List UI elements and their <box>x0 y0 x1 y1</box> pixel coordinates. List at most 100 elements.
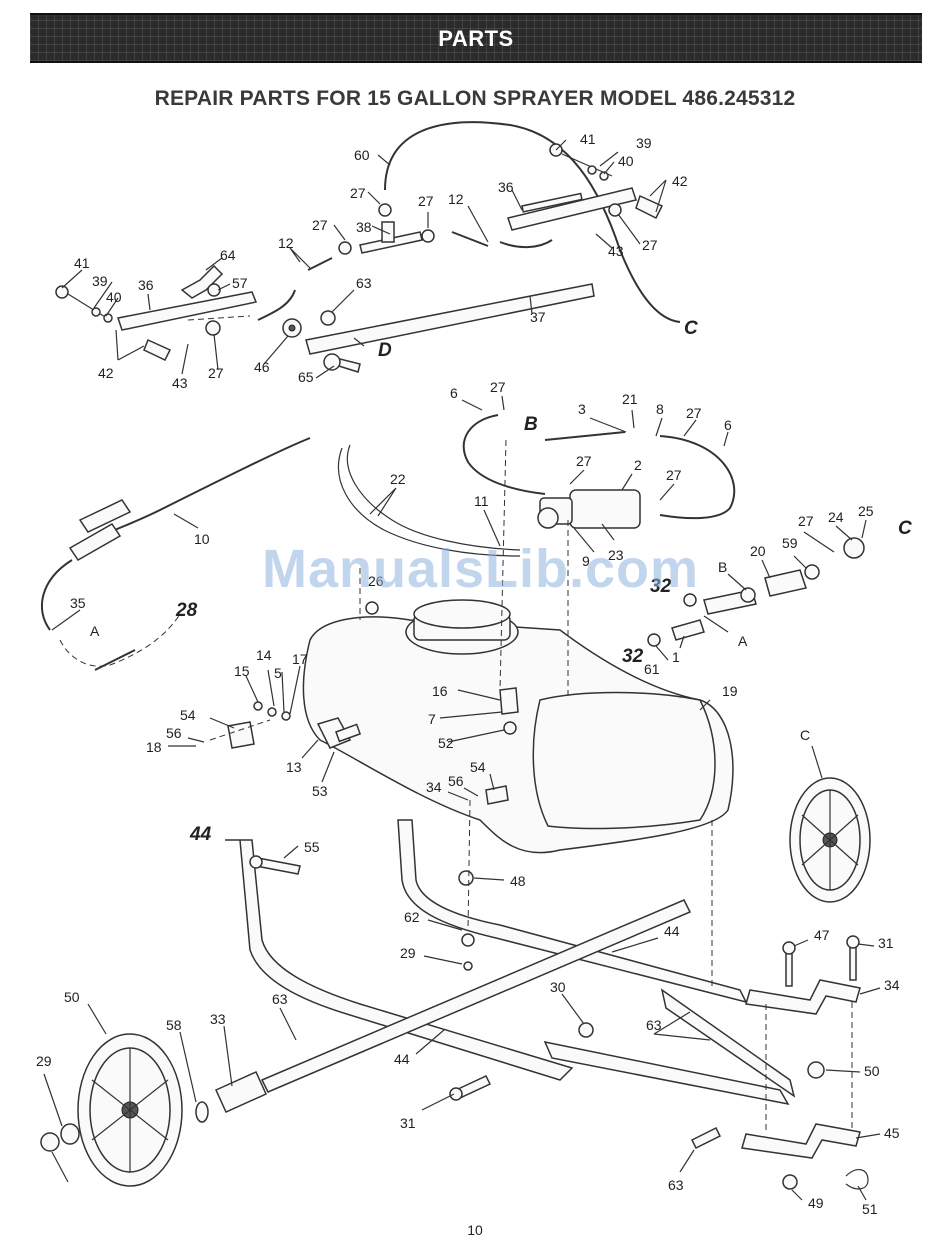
callout-label: 40 <box>618 153 634 169</box>
callout-label: 27 <box>208 365 224 381</box>
callout-label: 34 <box>884 977 900 993</box>
callout-label: 27 <box>490 379 506 395</box>
callout-letter: 44 <box>189 824 212 845</box>
callout-label: A <box>90 623 100 639</box>
callout-label: 1 <box>672 649 680 665</box>
callout-label: 53 <box>312 783 328 799</box>
callout-label: 11 <box>474 493 489 509</box>
callout-label: 2 <box>634 457 642 473</box>
callout-label: 48 <box>510 873 526 889</box>
callout-letter: D <box>378 340 392 361</box>
callout-label: 29 <box>36 1053 52 1069</box>
callout-label: 27 <box>312 217 328 233</box>
callout-label: 37 <box>530 309 546 325</box>
callout-label: 49 <box>808 1195 824 1211</box>
callout-label: 6 <box>724 417 732 433</box>
callout-label: 12 <box>448 191 464 207</box>
callout-label: 41 <box>74 255 90 271</box>
callout-label: 3 <box>578 401 586 417</box>
callout-label: 27 <box>666 467 682 483</box>
callout-label: 39 <box>636 135 652 151</box>
callout-label: 38 <box>356 219 372 235</box>
callout-label: 58 <box>166 1017 182 1033</box>
callout-label: B <box>718 559 727 575</box>
callout-label: 27 <box>686 405 702 421</box>
callout-label: 13 <box>286 759 302 775</box>
callout-label: 17 <box>292 651 308 667</box>
page-number: 10 <box>467 1222 483 1238</box>
callout-label: 34 <box>426 779 442 795</box>
callout-letter: 32 <box>622 646 644 667</box>
callout-letter: 32 <box>650 576 672 597</box>
callout-label: 63 <box>646 1017 662 1033</box>
callout-label: 60 <box>354 147 370 163</box>
callout-label: 9 <box>582 553 590 569</box>
callout-label: 18 <box>146 739 162 755</box>
callout-label: 63 <box>356 275 372 291</box>
callout-label: 39 <box>92 273 108 289</box>
callout-label: 27 <box>576 453 592 469</box>
callout-label: 27 <box>418 193 434 209</box>
callout-label: 44 <box>664 923 680 939</box>
callout-label: 46 <box>254 359 270 375</box>
callout-label: 42 <box>98 365 114 381</box>
callout-label: 15 <box>234 663 250 679</box>
callout-label: 41 <box>580 131 596 147</box>
callout-label: 45 <box>884 1125 900 1141</box>
callout-label: 59 <box>782 535 798 551</box>
callout-label: 44 <box>394 1051 410 1067</box>
callout-label: 50 <box>64 989 80 1005</box>
callout-label: 36 <box>498 179 514 195</box>
callout-label: 56 <box>166 725 182 741</box>
callout-letter: C <box>684 318 698 339</box>
callout-label: 8 <box>656 401 664 417</box>
callout-label: 54 <box>470 759 486 775</box>
callout-label: 27 <box>350 185 366 201</box>
callout-label: 10 <box>194 531 210 547</box>
callout-label: 35 <box>70 595 86 611</box>
callout-label: 30 <box>550 979 566 995</box>
banner-title: PARTS <box>438 26 514 51</box>
callout-label: A <box>738 633 748 649</box>
callout-label: 29 <box>400 945 416 961</box>
callout-label: 54 <box>180 707 196 723</box>
parts-banner: PARTS <box>30 13 922 63</box>
callout-label: 47 <box>814 927 830 943</box>
callout-label: 20 <box>750 543 766 559</box>
callout-label: 27 <box>642 237 658 253</box>
callout-label: 31 <box>400 1115 416 1131</box>
callout-label: 63 <box>272 991 288 1007</box>
callout-label: 5 <box>274 665 282 681</box>
watermark: ManualsLib.com <box>262 539 700 599</box>
callout-label: 50 <box>864 1063 880 1079</box>
page-title: REPAIR PARTS FOR 15 GALLON SPRAYER MODEL… <box>154 87 796 110</box>
callout-label: 63 <box>668 1177 684 1193</box>
callout-label: 62 <box>404 909 420 925</box>
callout-label: 43 <box>608 243 624 259</box>
callout-label: 36 <box>138 277 154 293</box>
callout-label: 23 <box>608 547 624 563</box>
callout-label: 16 <box>432 683 448 699</box>
callout-label: 14 <box>256 647 272 663</box>
callout-label: 57 <box>232 275 248 291</box>
callout-label: 12 <box>278 235 294 251</box>
callout-letter: 28 <box>175 600 198 621</box>
callout-label: 40 <box>106 289 122 305</box>
callout-label: 55 <box>304 839 320 855</box>
callout-label: 25 <box>858 503 874 519</box>
callout-label: 64 <box>220 247 236 263</box>
callout-label: 61 <box>644 661 660 677</box>
callout-label: 27 <box>798 513 814 529</box>
callout-label: 52 <box>438 735 454 751</box>
callout-label: 7 <box>428 711 436 727</box>
callout-letter: C <box>898 518 912 539</box>
callout-label: 6 <box>450 385 458 401</box>
callout-label: 26 <box>368 573 384 589</box>
callout-label: C <box>800 727 810 743</box>
callout-label: 33 <box>210 1011 226 1027</box>
callout-label: 51 <box>862 1201 878 1217</box>
callout-labels: 60 41 39 40 42 36 27 38 27 12 27 43 27 6… <box>36 131 912 1217</box>
callout-label: 22 <box>390 471 406 487</box>
callout-label: 24 <box>828 509 844 525</box>
